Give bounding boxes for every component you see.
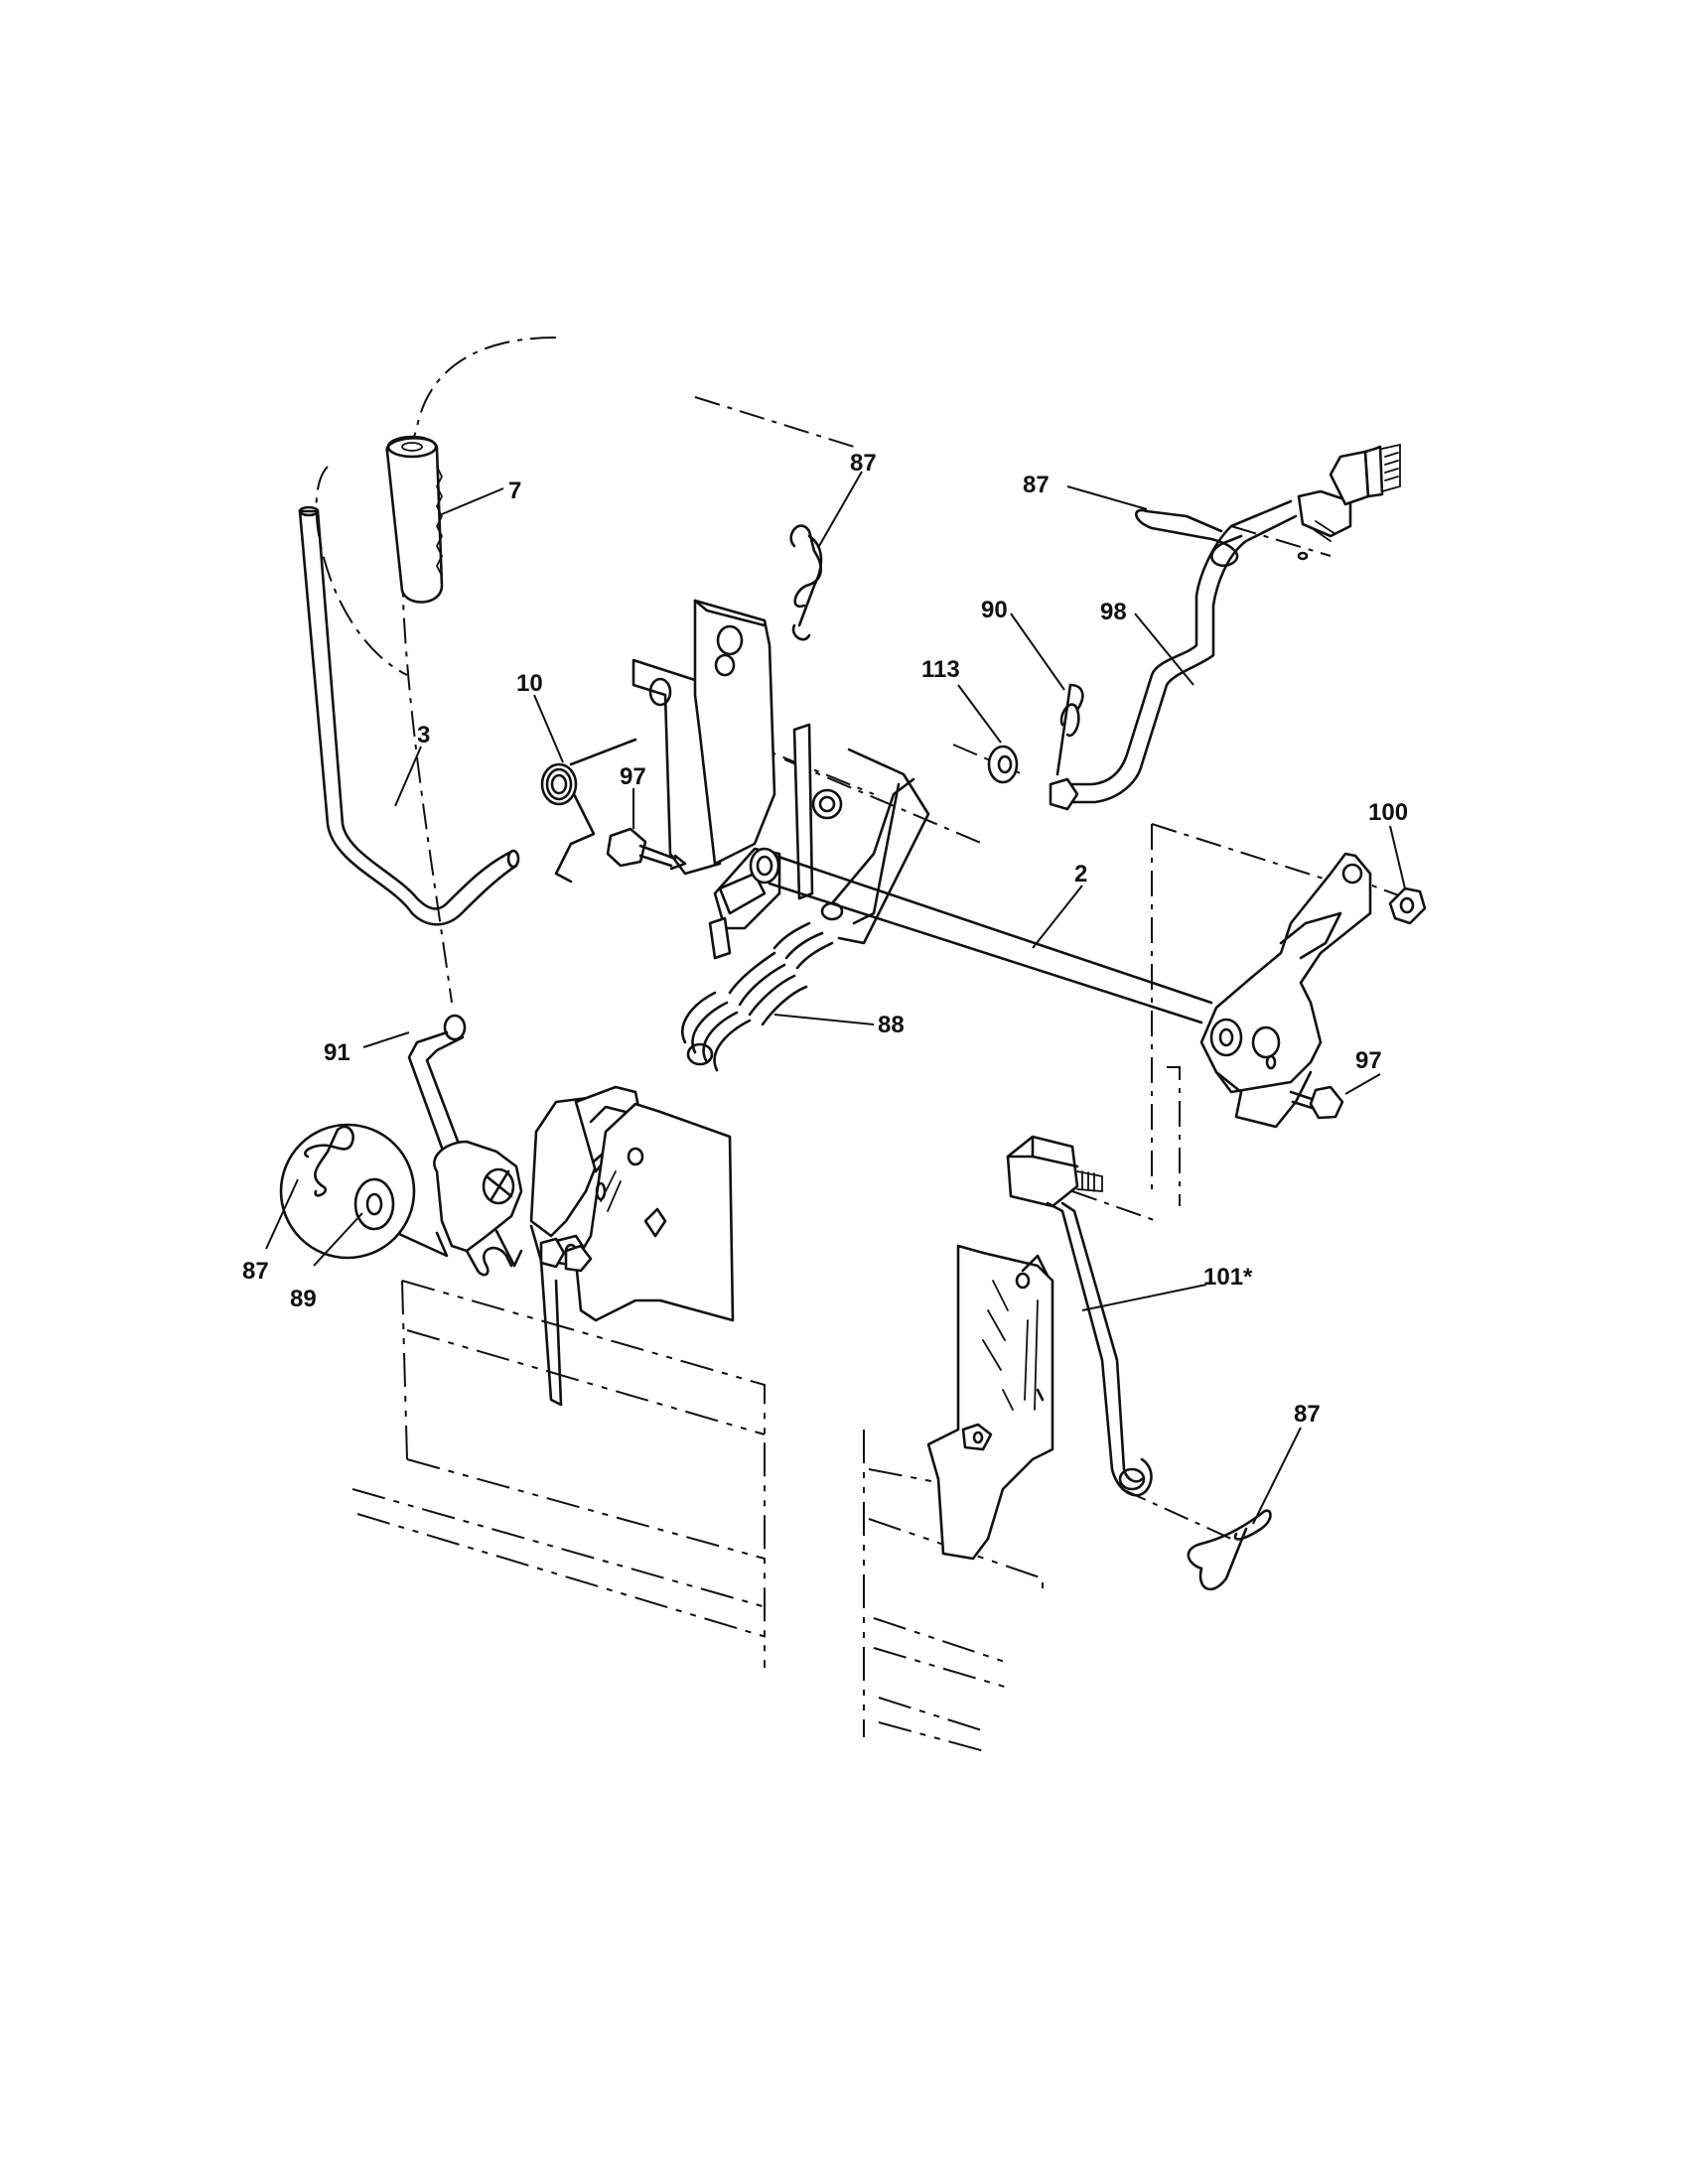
pivot-fasteners-left <box>465 1229 593 1277</box>
callout-88: 88 <box>878 1012 905 1038</box>
callout-87: 87 <box>1023 472 1050 498</box>
callout-3: 3 <box>417 722 430 749</box>
callout-89: 89 <box>290 1286 317 1312</box>
torsion-spring-part-10 <box>540 738 637 884</box>
hairpin-clip-part-87-upper <box>789 524 823 641</box>
deck-hanger-right <box>926 1244 1054 1561</box>
lift-bracket <box>632 599 843 960</box>
bolt-part-97-upper <box>606 827 687 871</box>
callout-7: 7 <box>508 478 521 504</box>
leader-lines <box>265 471 1406 1525</box>
hairpin-clip-part-87-top-right <box>1135 508 1243 567</box>
callout-87: 87 <box>242 1258 269 1285</box>
bolt-part-97-lower <box>1289 1085 1344 1120</box>
lift-shaft-part-2 <box>749 748 1213 1024</box>
lift-arm-right <box>1199 852 1372 1129</box>
lift-link-part-101 <box>1006 1135 1153 1497</box>
callout-87: 87 <box>1294 1401 1321 1428</box>
callout-labels: 7 87 87 90 98 113 10 3 97 100 2 88 91 97… <box>242 450 1408 1428</box>
link-rod-part-91 <box>407 1014 467 1163</box>
lift-handle-part-3 <box>298 505 520 926</box>
handle-grip-part-7 <box>385 435 444 604</box>
extension-spring-part-88 <box>681 777 915 1072</box>
callout-90: 90 <box>981 597 1008 623</box>
callout-2: 2 <box>1074 861 1087 887</box>
callout-101: 101* <box>1203 1264 1253 1291</box>
callout-91: 91 <box>324 1039 351 1066</box>
callout-10: 10 <box>516 670 543 697</box>
hairpin-clip-part-90 <box>1055 683 1084 776</box>
callout-98: 98 <box>1100 599 1127 625</box>
callout-87: 87 <box>850 450 877 477</box>
hairpin-clip-part-87-lower-right <box>1187 1509 1272 1591</box>
callout-113: 113 <box>921 656 960 683</box>
lift-arm-left <box>433 1085 642 1407</box>
callout-97: 97 <box>1355 1047 1382 1074</box>
callout-97: 97 <box>620 763 646 790</box>
callout-100: 100 <box>1368 799 1408 826</box>
washer-part-113 <box>987 745 1019 784</box>
detail-inset <box>279 1123 449 1260</box>
mower-deck-left-outline <box>351 1280 771 1668</box>
adjustment-rod-part-98 <box>1049 443 1401 811</box>
